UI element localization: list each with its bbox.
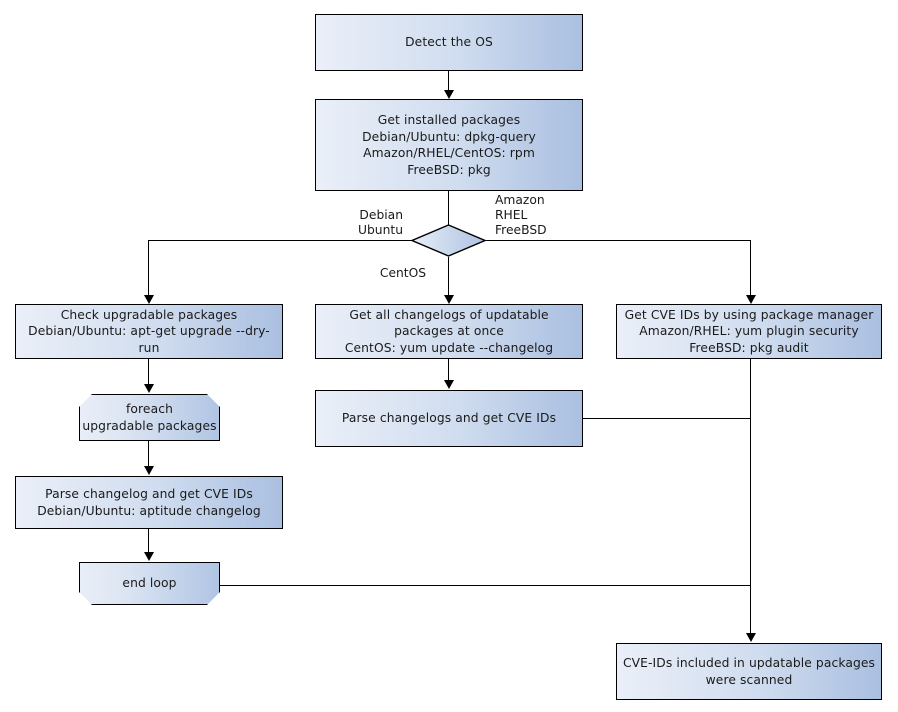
arrowhead-to-end-loop [143, 552, 154, 561]
node-get-all-changelogs-label: Get all changelogs of updatable packages… [344, 307, 554, 355]
node-scan-complete[interactable]: CVE-IDs included in updatable packages w… [616, 643, 882, 700]
node-parse-changelog-single-label: Parse changelog and get CVE IDs Debian/U… [37, 487, 261, 518]
edge-end-loop-to-right-bus [220, 584, 751, 586]
edge-label-debian-ubuntu: Debian Ubuntu [357, 208, 403, 237]
arrowhead-to-get-all-changelogs [443, 295, 454, 304]
edge-decision-to-get-all-changelogs [448, 257, 450, 295]
edge-right-vertical-bus [750, 359, 752, 636]
edge-check-upgradable-to-foreach [148, 359, 150, 385]
node-parse-changelog-single[interactable]: Parse changelog and get CVE IDs Debian/U… [15, 476, 283, 529]
edge-bus-to-check-upgradable [148, 240, 150, 295]
arrowhead-to-check-upgradable [143, 295, 154, 304]
edge-foreach-to-parse-changelog [148, 441, 150, 467]
node-detect-os-label: Detect the OS [405, 35, 493, 50]
arrowhead-to-parse-changelog [143, 466, 154, 475]
node-scan-complete-label: CVE-IDs included in updatable packages w… [622, 656, 876, 687]
node-check-upgradable-packages[interactable]: Check upgradable packages Debian/Ubuntu:… [15, 304, 283, 359]
edge-label-amazon-rhel-freebsd: Amazon RHEL FreeBSD [495, 193, 547, 237]
foreach-shape [79, 394, 220, 441]
node-parse-changelogs-bulk[interactable]: Parse changelogs and get CVE IDs [315, 390, 583, 447]
edge-decision-left-bus [148, 240, 414, 242]
edge-detect-os-to-get-packages [448, 71, 450, 97]
arrowhead-to-parse-bulk [443, 380, 454, 389]
node-parse-changelogs-bulk-label: Parse changelogs and get CVE IDs [341, 411, 557, 426]
arrowhead-to-get-packages [443, 90, 454, 99]
node-get-cve-pkg-manager[interactable]: Get CVE IDs by using package manager Ama… [616, 304, 882, 359]
edge-get-packages-to-decision [448, 191, 450, 226]
node-get-cve-pkg-manager-label: Get CVE IDs by using package manager Ama… [624, 307, 874, 355]
node-get-installed-packages-label: Get installed packages Debian/Ubuntu: dp… [362, 113, 536, 177]
arrowhead-to-get-cve-pkg-manager [745, 295, 756, 304]
end-loop-shape [79, 562, 220, 605]
node-os-decision[interactable] [411, 224, 486, 257]
edge-label-centos: CentOS [379, 266, 427, 280]
edge-get-all-changelogs-to-parse-bulk [448, 359, 450, 381]
node-foreach-upgradable-packages-label: foreach upgradable packages [82, 402, 217, 433]
edge-parse-bulk-to-right-bus [583, 417, 751, 419]
node-get-installed-packages[interactable]: Get installed packages Debian/Ubuntu: dp… [315, 99, 583, 191]
node-get-all-changelogs[interactable]: Get all changelogs of updatable packages… [315, 304, 583, 359]
node-detect-os[interactable]: Detect the OS [315, 14, 583, 71]
edge-bus-to-get-cve-pkg-manager [750, 240, 752, 295]
edge-parse-changelog-to-end-loop [148, 529, 150, 553]
node-end-loop-label: end loop [122, 576, 177, 591]
edge-decision-right-bus [484, 240, 751, 242]
node-foreach-upgradable-packages[interactable]: foreach upgradable packages [79, 394, 220, 441]
node-check-upgradable-packages-label: Check upgradable packages Debian/Ubuntu:… [28, 307, 270, 355]
arrowhead-to-scan-complete [745, 633, 756, 642]
node-end-loop[interactable]: end loop [79, 562, 220, 605]
arrowhead-to-foreach [143, 384, 154, 393]
